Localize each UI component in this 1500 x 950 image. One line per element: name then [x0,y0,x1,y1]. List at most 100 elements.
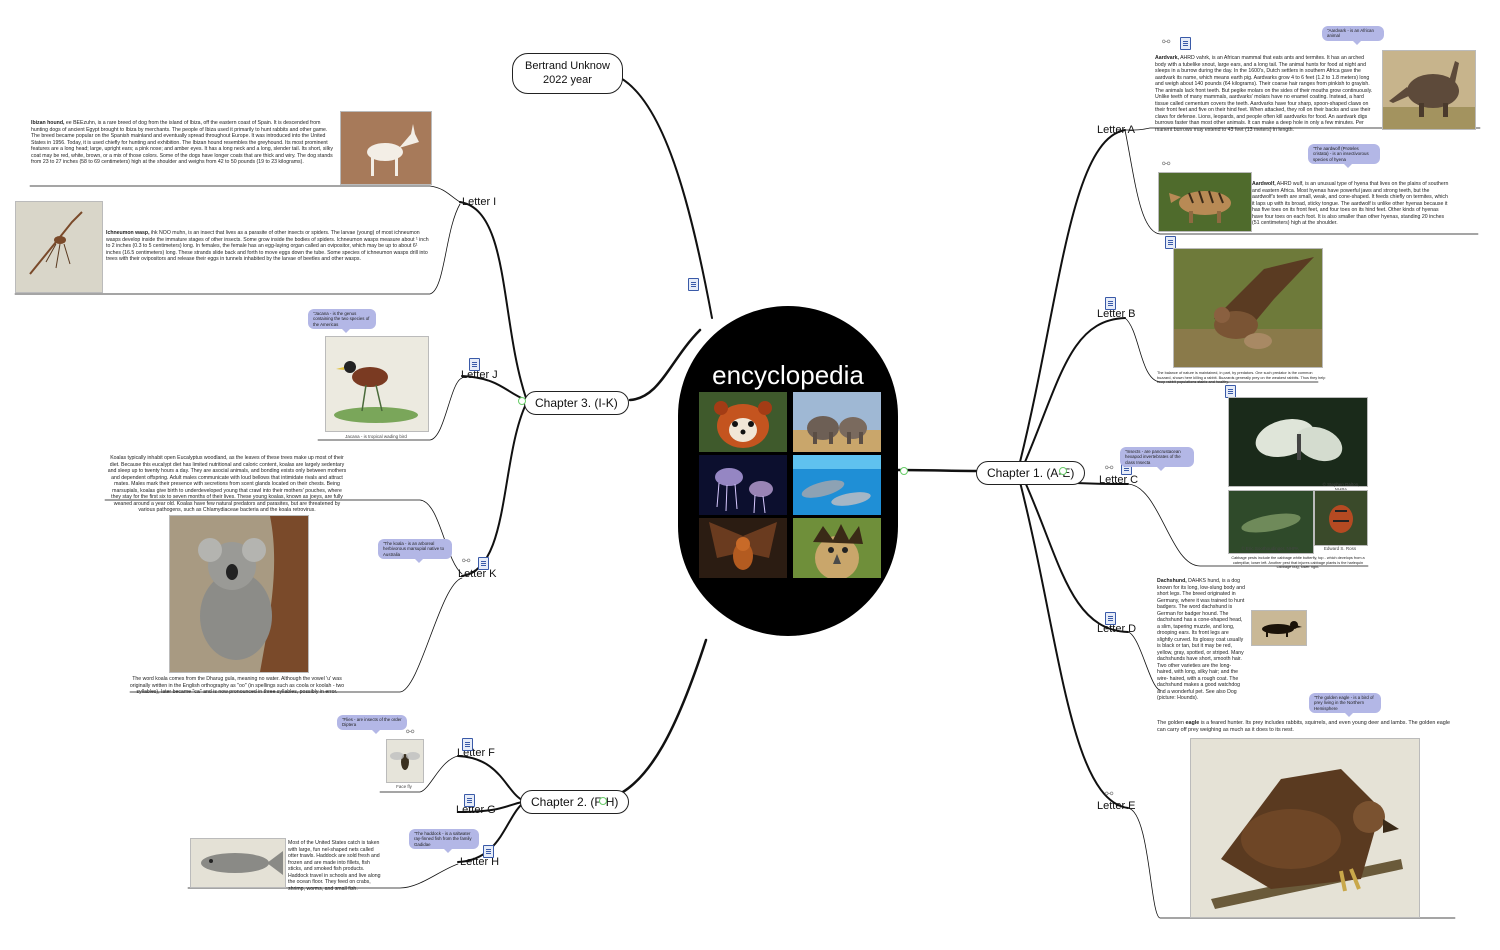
anchor-dot[interactable] [599,797,607,805]
haddock-note: Most of the United States catch is taken… [288,840,381,892]
note-icon[interactable] [478,557,489,570]
ichneumon-wasp-note: Ichneumon wasp, ihk NOO muhn, is an inse… [106,230,432,263]
eagle-photo [793,518,881,578]
aardwolf-image [1158,172,1252,232]
branch-letter-e [1019,481,1129,809]
letter-b-node[interactable]: Letter B [1097,308,1136,320]
golden-eagle-callout: "The golden eagle - is a bird of prey li… [1309,693,1381,717]
dolphins-photo [793,455,881,515]
letter-a-node[interactable]: Letter A [1097,124,1135,136]
jacana-callout: "Jacana - is the genus containing the tw… [308,309,376,333]
bat-photo [699,518,787,578]
koala-callout: "The koala - is an arboreal herbivorous … [378,539,452,563]
cabbage-butterfly-image [1228,397,1368,487]
link-icon[interactable]: ⚯ [1162,159,1171,170]
chapter-2-node[interactable]: Chapter 2. (F-H) [520,790,630,814]
haddock-image [190,838,286,888]
flies-callout: "Flies - are insects of the order Dipter… [337,715,407,734]
golden-eagle-bold: eagle [1185,720,1200,726]
central-photo-grid [699,392,881,578]
chapter-3-node[interactable]: Chapter 3. (I-K) [524,391,629,415]
aardwolf-callout: "The aardwolf (Proteles cristata) - is a… [1308,144,1380,168]
link-icon[interactable]: ⚯ [462,556,471,567]
note-icon[interactable] [1105,297,1116,310]
central-topic[interactable]: encyclopedia [678,306,898,636]
ibizan-hound-text: ee BEEzuhn, is a rare breed of dog from … [31,120,333,165]
note-icon[interactable] [462,738,473,751]
aardvark-note: Aardvark, AHRD vahrk, is an African mamm… [1155,55,1375,133]
aardvark-callout: "Aardvark - is an African animal [1322,26,1384,45]
link-icon[interactable]: ⚯ [1105,463,1114,474]
aardvark-image [1382,50,1476,130]
top-note-line2: 2022 year [543,74,592,87]
aardwolf-text: AHRD wulf, is an unusual type of hyena t… [1252,181,1449,226]
dachshund-text: DAHKS hund, is a dog known for its long,… [1157,578,1245,701]
branch-letter-k [461,403,527,577]
aardvark-title: Aardvark, [1155,55,1179,61]
letter-i-node[interactable]: Letter I [462,196,497,208]
dachshund-title: Dachshund, [1157,578,1187,584]
insects-callout: "Insects - are pancrustacean hexapod inv… [1120,447,1194,471]
butterfly-caption: Cabbage pests include the cabbage white … [1231,556,1365,570]
link-icon[interactable]: ⚯ [1162,37,1171,48]
koala-image [169,515,309,673]
branch-letter-d [1024,481,1129,633]
golden-eagle-pre: The golden [1157,720,1186,726]
link-icon[interactable]: ⚯ [1105,789,1114,800]
caterpillar-image [1228,490,1314,554]
butterfly-credit-1: © Stephen Dalton, NHPA [1322,482,1360,492]
dachshund-note: Dachshund, DAHKS hund, is a dog known fo… [1157,578,1245,702]
letter-e-node[interactable]: Letter E [1097,800,1136,812]
face-fly-caption: Face fly [396,784,412,789]
butterfly-credit-3: Edward S. Ross [1323,546,1357,551]
branch-letter-b [1024,317,1126,463]
golden-eagle-note: The golden eagle is a feared hunter. Its… [1157,720,1457,734]
note-icon[interactable] [1180,37,1191,50]
anchor-dot[interactable] [518,397,526,405]
chapter-1-node[interactable]: Chapter 1. (A-E) [976,461,1086,485]
cabbage-bug-image [1314,490,1368,546]
note-icon[interactable] [1105,612,1116,625]
branch-letter-i [459,201,527,399]
note-icon[interactable] [688,278,699,291]
face-fly-image [386,739,424,783]
butterfly-credit-2: © Eric Soothoudinger, NHPA [1241,546,1299,551]
ibizan-hound-image [340,111,432,185]
buzzard-image [1173,248,1323,368]
jacana-image [325,336,429,432]
ichneumon-wasp-text: ihk NOO muhn, is an insect that lives as… [106,230,429,262]
letter-c-node[interactable]: Letter C [1099,474,1139,486]
aardvark-text: AHRD vahrk, is an African mammal that ea… [1155,55,1373,133]
anchor-dot[interactable] [900,467,908,475]
letter-h-node[interactable]: Letter H [460,856,500,868]
buzzard-caption: The balance of nature is maintained, in … [1157,371,1326,385]
branch-chapter-3 [628,328,702,402]
branch-letter-h [457,803,523,863]
ichneumon-wasp-title: Ichneumon wasp, [106,230,150,236]
golden-eagle-image [1190,738,1420,918]
aardwolf-title: Aardwolf, [1252,181,1276,187]
branch-letter-f [457,755,523,801]
jacana-caption: Jacana - is tropical wading bird [345,434,407,439]
aardwolf-note: Aardwolf, AHRD wulf, is an unusual type … [1252,181,1450,227]
note-icon[interactable] [1165,236,1176,249]
letter-g-node[interactable]: Letter G [456,804,496,816]
note-icon[interactable] [469,358,480,371]
dachshund-image [1251,610,1307,646]
ibizan-hound-note: Ibizan hound, ee BEEzuhn, is a rare bree… [31,120,337,166]
top-note[interactable]: Bertrand Unknow 2022 year [512,53,623,94]
letter-j-node[interactable]: Letter J [461,369,498,381]
note-icon[interactable] [483,845,494,858]
branch-letter-g [457,801,523,813]
jellyfish-photo [699,455,787,515]
note-icon[interactable] [464,794,475,807]
branch-chapter-1 [896,468,978,473]
koala-note: Koalas typically inhabit open Eucalyptus… [107,455,347,513]
central-topic-title: encyclopedia [712,360,864,390]
ibizan-hound-title: Ibizan hound, [31,120,65,126]
link-icon[interactable]: ⚯ [406,727,415,738]
anchor-dot[interactable] [1059,467,1067,475]
golden-eagle-text: is a feared hunter. Its prey includes ra… [1157,720,1451,733]
letter-k-node[interactable]: Letter K [458,568,497,580]
letter-d-node[interactable]: Letter D [1097,623,1137,635]
